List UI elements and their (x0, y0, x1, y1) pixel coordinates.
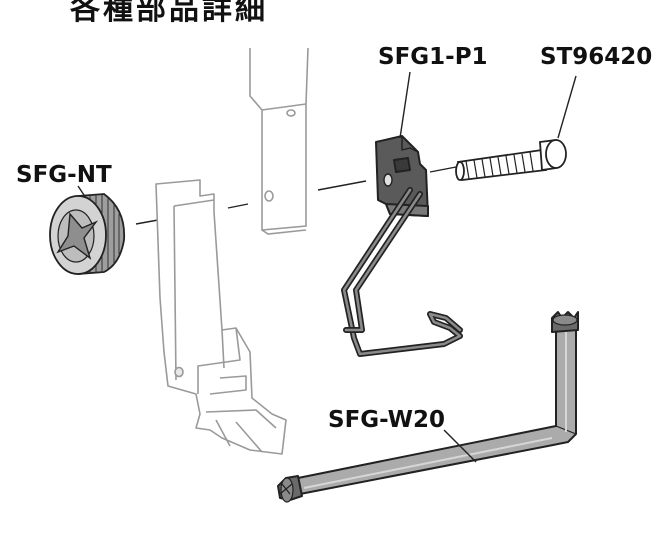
label-st96420: ST96420 (540, 44, 653, 70)
presser-bar-ghost (249, 47, 309, 235)
screw-st96420 (455, 139, 567, 181)
label-sfg-nt: SFG-NT (16, 162, 112, 188)
wrench-sfg-w20 (277, 311, 579, 503)
presser-foot-ghost (155, 179, 287, 455)
alignment-axis (135, 166, 457, 225)
guide-bracket-sfg1-p1 (341, 135, 463, 357)
label-sfg-w20: SFG-W20 (328, 407, 446, 433)
leader-sfg-nt (77, 185, 87, 199)
leader-sfg1-p1 (399, 71, 411, 139)
leader-st96420 (557, 75, 577, 139)
leader-sfg-w20 (443, 429, 477, 463)
label-sfg1-p1: SFG1-P1 (378, 44, 488, 70)
leader-lines (77, 71, 577, 463)
thumb-nut-sfg-nt (49, 193, 126, 275)
diagram-title: 各種部品詳細 (70, 0, 268, 27)
